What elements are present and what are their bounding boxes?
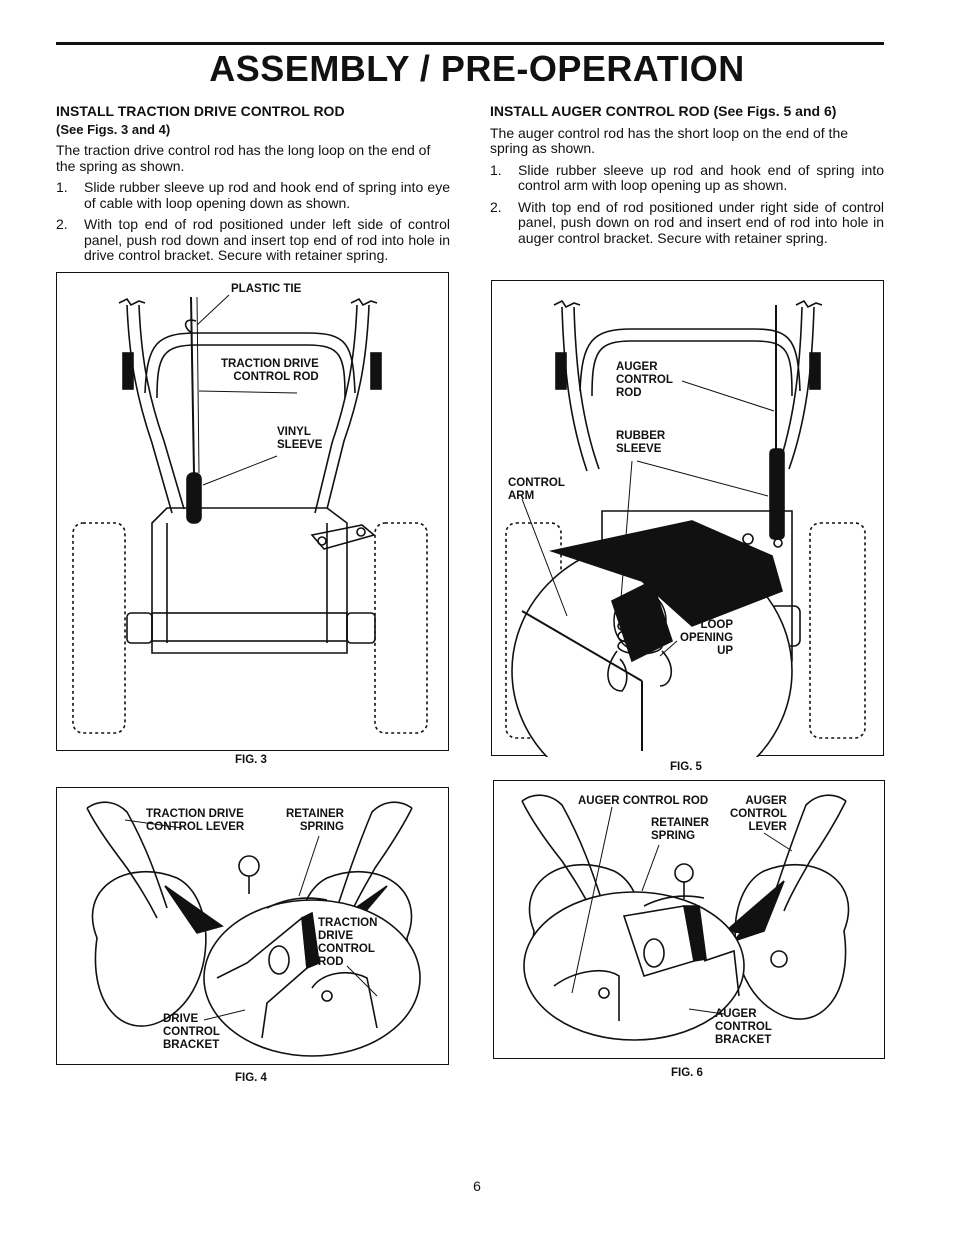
fig3-illustration	[72, 294, 428, 734]
auger-step-1: 1. Slide rubber sleeve up rod and hook e…	[490, 161, 884, 194]
traction-instructions: INSTALL TRACTION DRIVE CONTROL ROD (See …	[56, 103, 450, 270]
traction-intro: The traction drive control rod has the l…	[56, 142, 431, 174]
fig6-illustration	[521, 794, 850, 1041]
label-control-arm: CONTROL ARM	[508, 477, 565, 502]
label-traction-drive-control-rod: TRACTION DRIVE CONTROL ROD	[221, 358, 319, 383]
traction-heading: INSTALL TRACTION DRIVE CONTROL ROD	[56, 103, 345, 119]
page-number: 6	[473, 1178, 481, 1194]
auger-intro: The auger control rod has the short loop…	[490, 124, 849, 156]
auger-step-2: 2. With top end of rod positioned under …	[490, 198, 884, 247]
step-text: Slide rubber sleeve up rod and hook end …	[84, 179, 450, 211]
step-text: With top end of rod positioned under lef…	[84, 216, 450, 263]
label-auger-control-lever: AUGER CONTROL LEVER	[730, 795, 787, 833]
label-auger-control-bracket: AUGER CONTROL BRACKET	[715, 1008, 772, 1046]
label-vinyl-sleeve: VINYL SLEEVE	[277, 426, 323, 451]
figure-3: PLASTIC TIE TRACTION DRIVE CONTROL ROD V…	[56, 272, 449, 751]
label-traction-drive-control-lever: TRACTION DRIVE CONTROL LEVER	[146, 808, 245, 833]
step-text: Slide rubber sleeve up rod and hook end …	[518, 161, 884, 193]
label-traction-drive-control-rod: TRACTION DRIVE CONTROL ROD	[318, 917, 378, 968]
label-retainer-spring: RETAINER SPRING	[286, 808, 344, 833]
page-title: ASSEMBLY / PRE-OPERATION	[209, 48, 745, 89]
traction-step-2: 2. With top end of rod positioned under …	[56, 216, 450, 264]
label-auger-control-rod: AUGER CONTROL ROD	[578, 795, 709, 807]
fig3-caption: FIG. 3	[235, 754, 267, 766]
fig4-illustration	[86, 801, 421, 1057]
label-plastic-tie: PLASTIC TIE	[231, 283, 302, 295]
title-rule	[56, 42, 884, 45]
step-number: 2.	[56, 216, 68, 232]
fig5-illustration	[505, 299, 866, 757]
auger-heading: INSTALL AUGER CONTROL ROD (See Figs. 5 a…	[490, 103, 837, 119]
label-retainer-spring: RETAINER SPRING	[651, 817, 709, 842]
step-number: 1.	[56, 179, 68, 195]
step-text: With top end of rod positioned under rig…	[518, 198, 884, 246]
traction-step-1: 1. Slide rubber sleeve up rod and hook e…	[56, 179, 450, 211]
label-auger-control-rod: AUGER CONTROL ROD	[616, 361, 673, 399]
fig4-caption: FIG. 4	[235, 1072, 267, 1084]
label-loop-opening-up: LOOP OPENING UP	[680, 619, 734, 657]
label-drive-control-bracket: DRIVE CONTROL BRACKET	[163, 1013, 220, 1051]
fig6-caption: FIG. 6	[671, 1067, 703, 1079]
traction-subheading: (See Figs. 3 and 4)	[56, 121, 171, 137]
figure-5: AUGER CONTROL ROD RUBBER SLEEVE CONTROL …	[491, 280, 884, 757]
step-number: 2.	[490, 198, 502, 215]
figure-6: AUGER CONTROL ROD RETAINER SPRING AUGER …	[493, 780, 885, 1059]
figure-4: TRACTION DRIVE CONTROL LEVER RETAINER SP…	[56, 787, 449, 1065]
label-rubber-sleeve: RUBBER SLEEVE	[616, 430, 666, 455]
fig5-caption: FIG. 5	[670, 761, 702, 773]
step-number: 1.	[490, 161, 502, 178]
auger-instructions: INSTALL AUGER CONTROL ROD (See Figs. 5 a…	[490, 103, 884, 252]
